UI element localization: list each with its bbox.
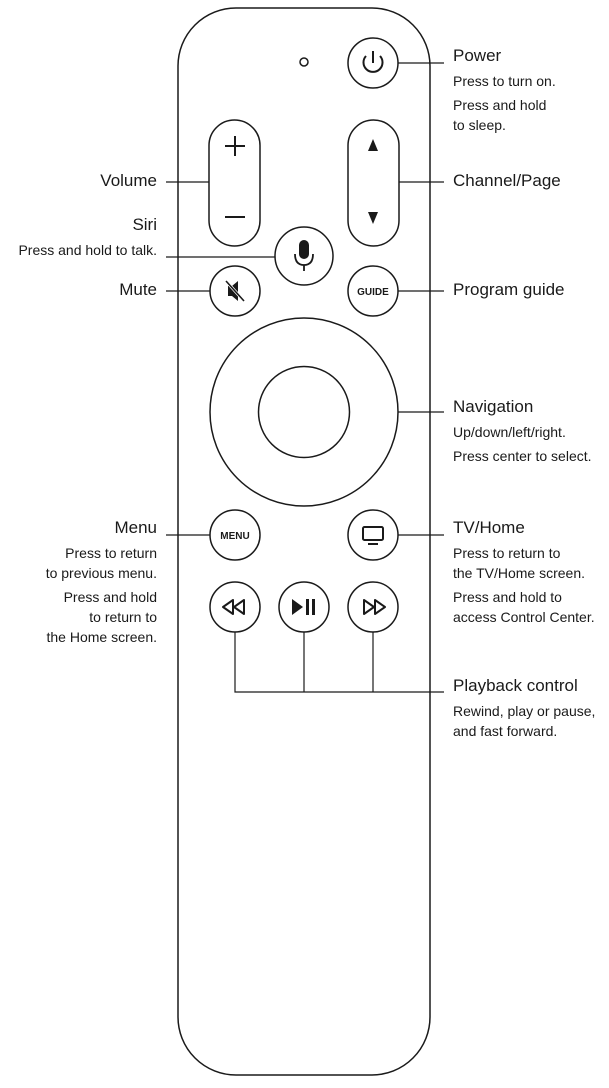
siri-button[interactable] [274,226,334,286]
menu-desc-4: to return to [89,609,157,625]
guide-title: Program guide [453,280,565,299]
mute-callout: Mute [119,280,157,300]
rewind-button[interactable] [209,581,261,633]
play-pause-icon [292,599,315,615]
remote-body [177,7,431,1076]
status-light [299,57,309,67]
power-icon [362,55,384,73]
playback-desc-1: Rewind, play or pause, [453,703,596,719]
triangle-up-icon [368,139,378,151]
mute-button[interactable] [209,265,261,317]
power-button[interactable] [347,37,399,89]
tvhome-desc-4: access Control Center. [453,609,595,625]
channel-rocker[interactable] [347,119,400,247]
tv-home-button[interactable] [347,509,399,561]
triangle-down-icon [368,212,378,224]
select-button[interactable] [257,365,351,459]
power-desc-2: Press and hold [453,97,547,113]
navigation-title: Navigation [453,397,534,416]
fast-forward-icon [363,599,386,615]
menu-button-label: MENU [220,531,249,542]
tvhome-desc-3: Press and hold to [453,589,562,605]
navigation-desc-1: Up/down/left/right. [453,424,566,440]
navigation-callout: Navigation Up/down/left/right. Press cen… [453,397,592,466]
playback-leader [234,632,444,693]
volume-title: Volume [100,171,157,190]
navigation-pad[interactable] [209,317,399,507]
volume-rocker[interactable] [208,119,261,247]
siri-callout: Siri Press and hold to talk. [18,215,157,260]
speaker-mute-icon [224,279,246,303]
tvhome-desc-2: the TV/Home screen. [453,565,586,581]
power-callout: Power Press to turn on. Press and hold t… [453,46,556,135]
volume-callout: Volume [100,171,157,191]
power-title: Power [453,46,502,65]
channel-title: Channel/Page [453,171,561,190]
fast-forward-button[interactable] [347,581,399,633]
menu-desc-5: the Home screen. [46,629,158,645]
playback-callout: Playback control Rewind, play or pause, … [453,676,595,741]
rewind-icon [222,599,245,615]
menu-callout: Menu Press to return to previous menu. P… [46,518,157,647]
playback-title: Playback control [453,676,578,695]
menu-title: Menu [114,518,157,537]
microphone-icon [294,240,314,271]
tvhome-title: TV/Home [453,518,525,537]
menu-desc-3: Press and hold [63,589,157,605]
tv-monitor-icon [362,526,384,545]
menu-desc-2: to previous menu. [45,565,157,581]
guide-callout: Program guide [453,280,565,300]
siri-title: Siri [132,215,157,234]
siri-desc-1: Press and hold to talk. [18,242,157,258]
tvhome-desc-1: Press to return to [453,545,561,561]
tvhome-callout: TV/Home Press to return to the TV/Home s… [453,518,595,627]
guide-button-label: GUIDE [357,287,389,298]
menu-desc-1: Press to return [65,545,157,561]
navigation-desc-2: Press center to select. [453,448,592,464]
plus-icon [225,136,245,156]
channel-callout: Channel/Page [453,171,561,191]
mute-title: Mute [119,280,157,299]
power-desc-3: to sleep. [453,117,506,133]
playback-desc-2: and fast forward. [453,723,558,739]
play-pause-button[interactable] [278,581,330,633]
power-desc-1: Press to turn on. [453,73,556,89]
